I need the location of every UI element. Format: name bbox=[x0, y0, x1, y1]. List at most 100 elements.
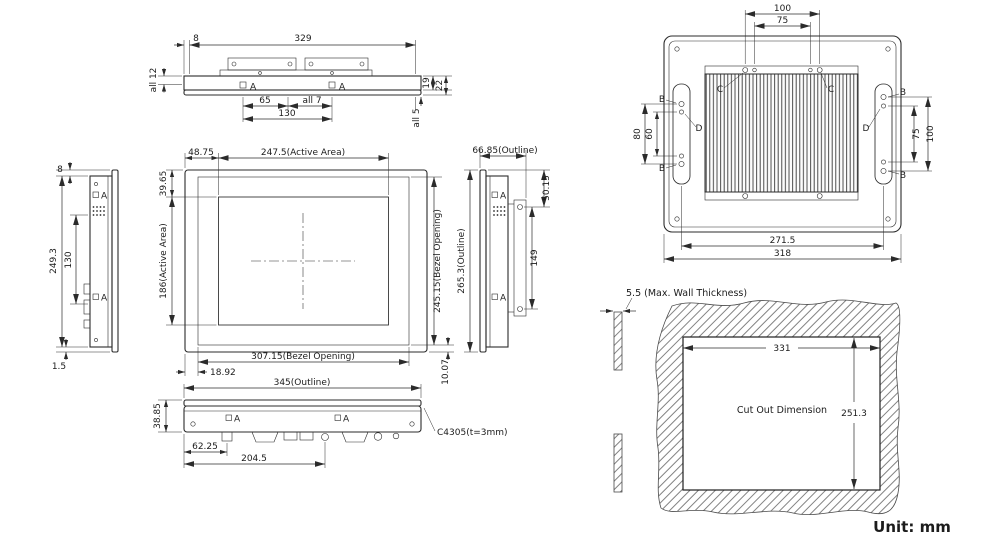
bottom-geometry: A A bbox=[183, 399, 422, 443]
heatsink-rail-bottom bbox=[704, 191, 859, 201]
dim-318: 318 bbox=[774, 249, 791, 259]
top-body bbox=[183, 75, 422, 91]
dim-62-25: 62.25 bbox=[192, 442, 218, 452]
dim-outline-depth: 66.85(Outline) bbox=[472, 146, 537, 156]
dim-38-85: 38.85 bbox=[153, 403, 163, 429]
dim-65: 65 bbox=[259, 96, 270, 106]
bracket-hole bbox=[880, 94, 887, 100]
dim-active-height: 186(Active Area) bbox=[159, 223, 169, 299]
bottom-view: A A 345(Outline) 38.85 62.25 204.5 C4305… bbox=[153, 378, 508, 468]
audio-jack bbox=[321, 433, 329, 441]
callout-b: B bbox=[659, 95, 665, 105]
bracket-hole bbox=[679, 153, 684, 159]
hdmi-port bbox=[299, 431, 314, 441]
top-glass bbox=[183, 89, 422, 96]
dim-8-top: 8 bbox=[193, 34, 199, 44]
left-side-geometry: A A bbox=[83, 169, 119, 353]
bottom-dimensions: 345(Outline) 38.85 62.25 204.5 C4305(t=3… bbox=[153, 378, 508, 468]
side-connector bbox=[83, 319, 91, 329]
datum-square bbox=[334, 414, 341, 421]
wall-thickness-note: 5.5 (Max. Wall Thickness) bbox=[626, 288, 747, 299]
datum-square bbox=[491, 293, 498, 300]
dim-8-side: 8 bbox=[57, 165, 63, 175]
side-body bbox=[89, 175, 113, 348]
dim-331: 331 bbox=[773, 344, 790, 354]
datum-square bbox=[92, 293, 99, 300]
dim-active-width: 247.5(Active Area) bbox=[261, 148, 345, 158]
antenna-hole bbox=[392, 432, 400, 440]
bracket-hole bbox=[881, 103, 886, 109]
right-side-dimensions: 66.85(Outline) 50.15 149 265.3(Outline) bbox=[457, 146, 552, 353]
dim-100-top: 100 bbox=[774, 4, 791, 14]
bracket-hole bbox=[881, 159, 886, 165]
top-view: A A 8 329 all 12 65 all 7 130 19 22 all bbox=[149, 34, 452, 128]
dim-all-5: all 5 bbox=[412, 108, 422, 127]
bracket-hole bbox=[880, 168, 887, 174]
dim-75-top: 75 bbox=[777, 16, 788, 26]
dim-149: 149 bbox=[530, 249, 540, 266]
datum-square bbox=[225, 414, 232, 421]
dim-100-right: 100 bbox=[926, 125, 936, 142]
rear-bracket-left bbox=[672, 83, 691, 185]
wall-section-lower bbox=[613, 433, 623, 493]
left-side-view: A A 8 249.3 130 1.5 bbox=[49, 162, 119, 372]
datum-square bbox=[239, 81, 247, 89]
side-glass bbox=[479, 169, 487, 353]
callout-b: B bbox=[659, 164, 665, 174]
side-glass bbox=[111, 169, 119, 353]
dim-bezel-width: 307.15(Bezel Opening) bbox=[251, 352, 355, 362]
dim-130-top: 130 bbox=[278, 109, 295, 119]
callout-d: D bbox=[696, 124, 703, 134]
right-side-geometry: A A bbox=[479, 169, 527, 353]
bottom-body bbox=[183, 405, 422, 433]
rear-view: 100 75 80 60 75 100 271.5 318 B B B B bbox=[633, 4, 936, 263]
power-button bbox=[221, 431, 233, 442]
datum-a-label: A bbox=[343, 415, 350, 425]
dim-50-15: 50.15 bbox=[542, 175, 552, 201]
dim-18-92: 18.92 bbox=[210, 368, 236, 378]
dim-329: 329 bbox=[294, 34, 311, 44]
cutout-opening bbox=[682, 336, 881, 491]
top-module-right bbox=[304, 57, 369, 71]
heatsink-rail-top bbox=[704, 65, 859, 75]
datum-a-label: A bbox=[339, 83, 346, 93]
front-outline bbox=[184, 169, 428, 353]
dim-22: 22 bbox=[435, 80, 445, 91]
top-rear-plate bbox=[219, 69, 373, 77]
callout-b: B bbox=[900, 88, 906, 98]
front-active-area bbox=[218, 196, 389, 326]
datum-square bbox=[328, 81, 336, 89]
wall-section-upper bbox=[613, 311, 623, 371]
db9-connector bbox=[251, 431, 279, 443]
hdmi-port bbox=[283, 431, 298, 441]
side-connector bbox=[83, 299, 91, 315]
front-bezel-opening bbox=[197, 176, 410, 346]
db9-connector bbox=[341, 431, 369, 443]
datum-a-label: A bbox=[500, 294, 507, 304]
bracket-hole bbox=[678, 161, 685, 167]
unit-label: Unit: mm bbox=[873, 518, 951, 536]
heatsink-hole bbox=[752, 67, 757, 73]
heatsink-hole bbox=[742, 67, 749, 73]
mount-bracket bbox=[513, 199, 527, 317]
bracket-hole bbox=[678, 101, 685, 107]
dim-271-5: 271.5 bbox=[770, 236, 796, 246]
rear-cover bbox=[668, 40, 897, 228]
bracket-screw bbox=[517, 204, 523, 210]
heatsink-fins bbox=[704, 73, 859, 193]
callout-b: B bbox=[900, 171, 906, 181]
datum-square bbox=[491, 191, 498, 198]
dim-all-12: all 12 bbox=[149, 68, 159, 93]
dim-60: 60 bbox=[645, 128, 655, 140]
top-view-dimensions: 8 329 all 12 65 all 7 130 19 22 all 5 bbox=[149, 34, 452, 128]
front-dimensions: 48.75 247.5(Active Area) 39.65 186(Activ… bbox=[159, 148, 454, 385]
glass-note: C4305(t=3mm) bbox=[437, 428, 508, 438]
dim-48-75: 48.75 bbox=[188, 148, 214, 158]
dim-251-3: 251.3 bbox=[841, 409, 867, 419]
heatsink-hole bbox=[816, 67, 823, 73]
rear-bracket-right bbox=[874, 83, 893, 185]
callout-d: D bbox=[863, 124, 870, 134]
datum-square bbox=[92, 191, 99, 198]
